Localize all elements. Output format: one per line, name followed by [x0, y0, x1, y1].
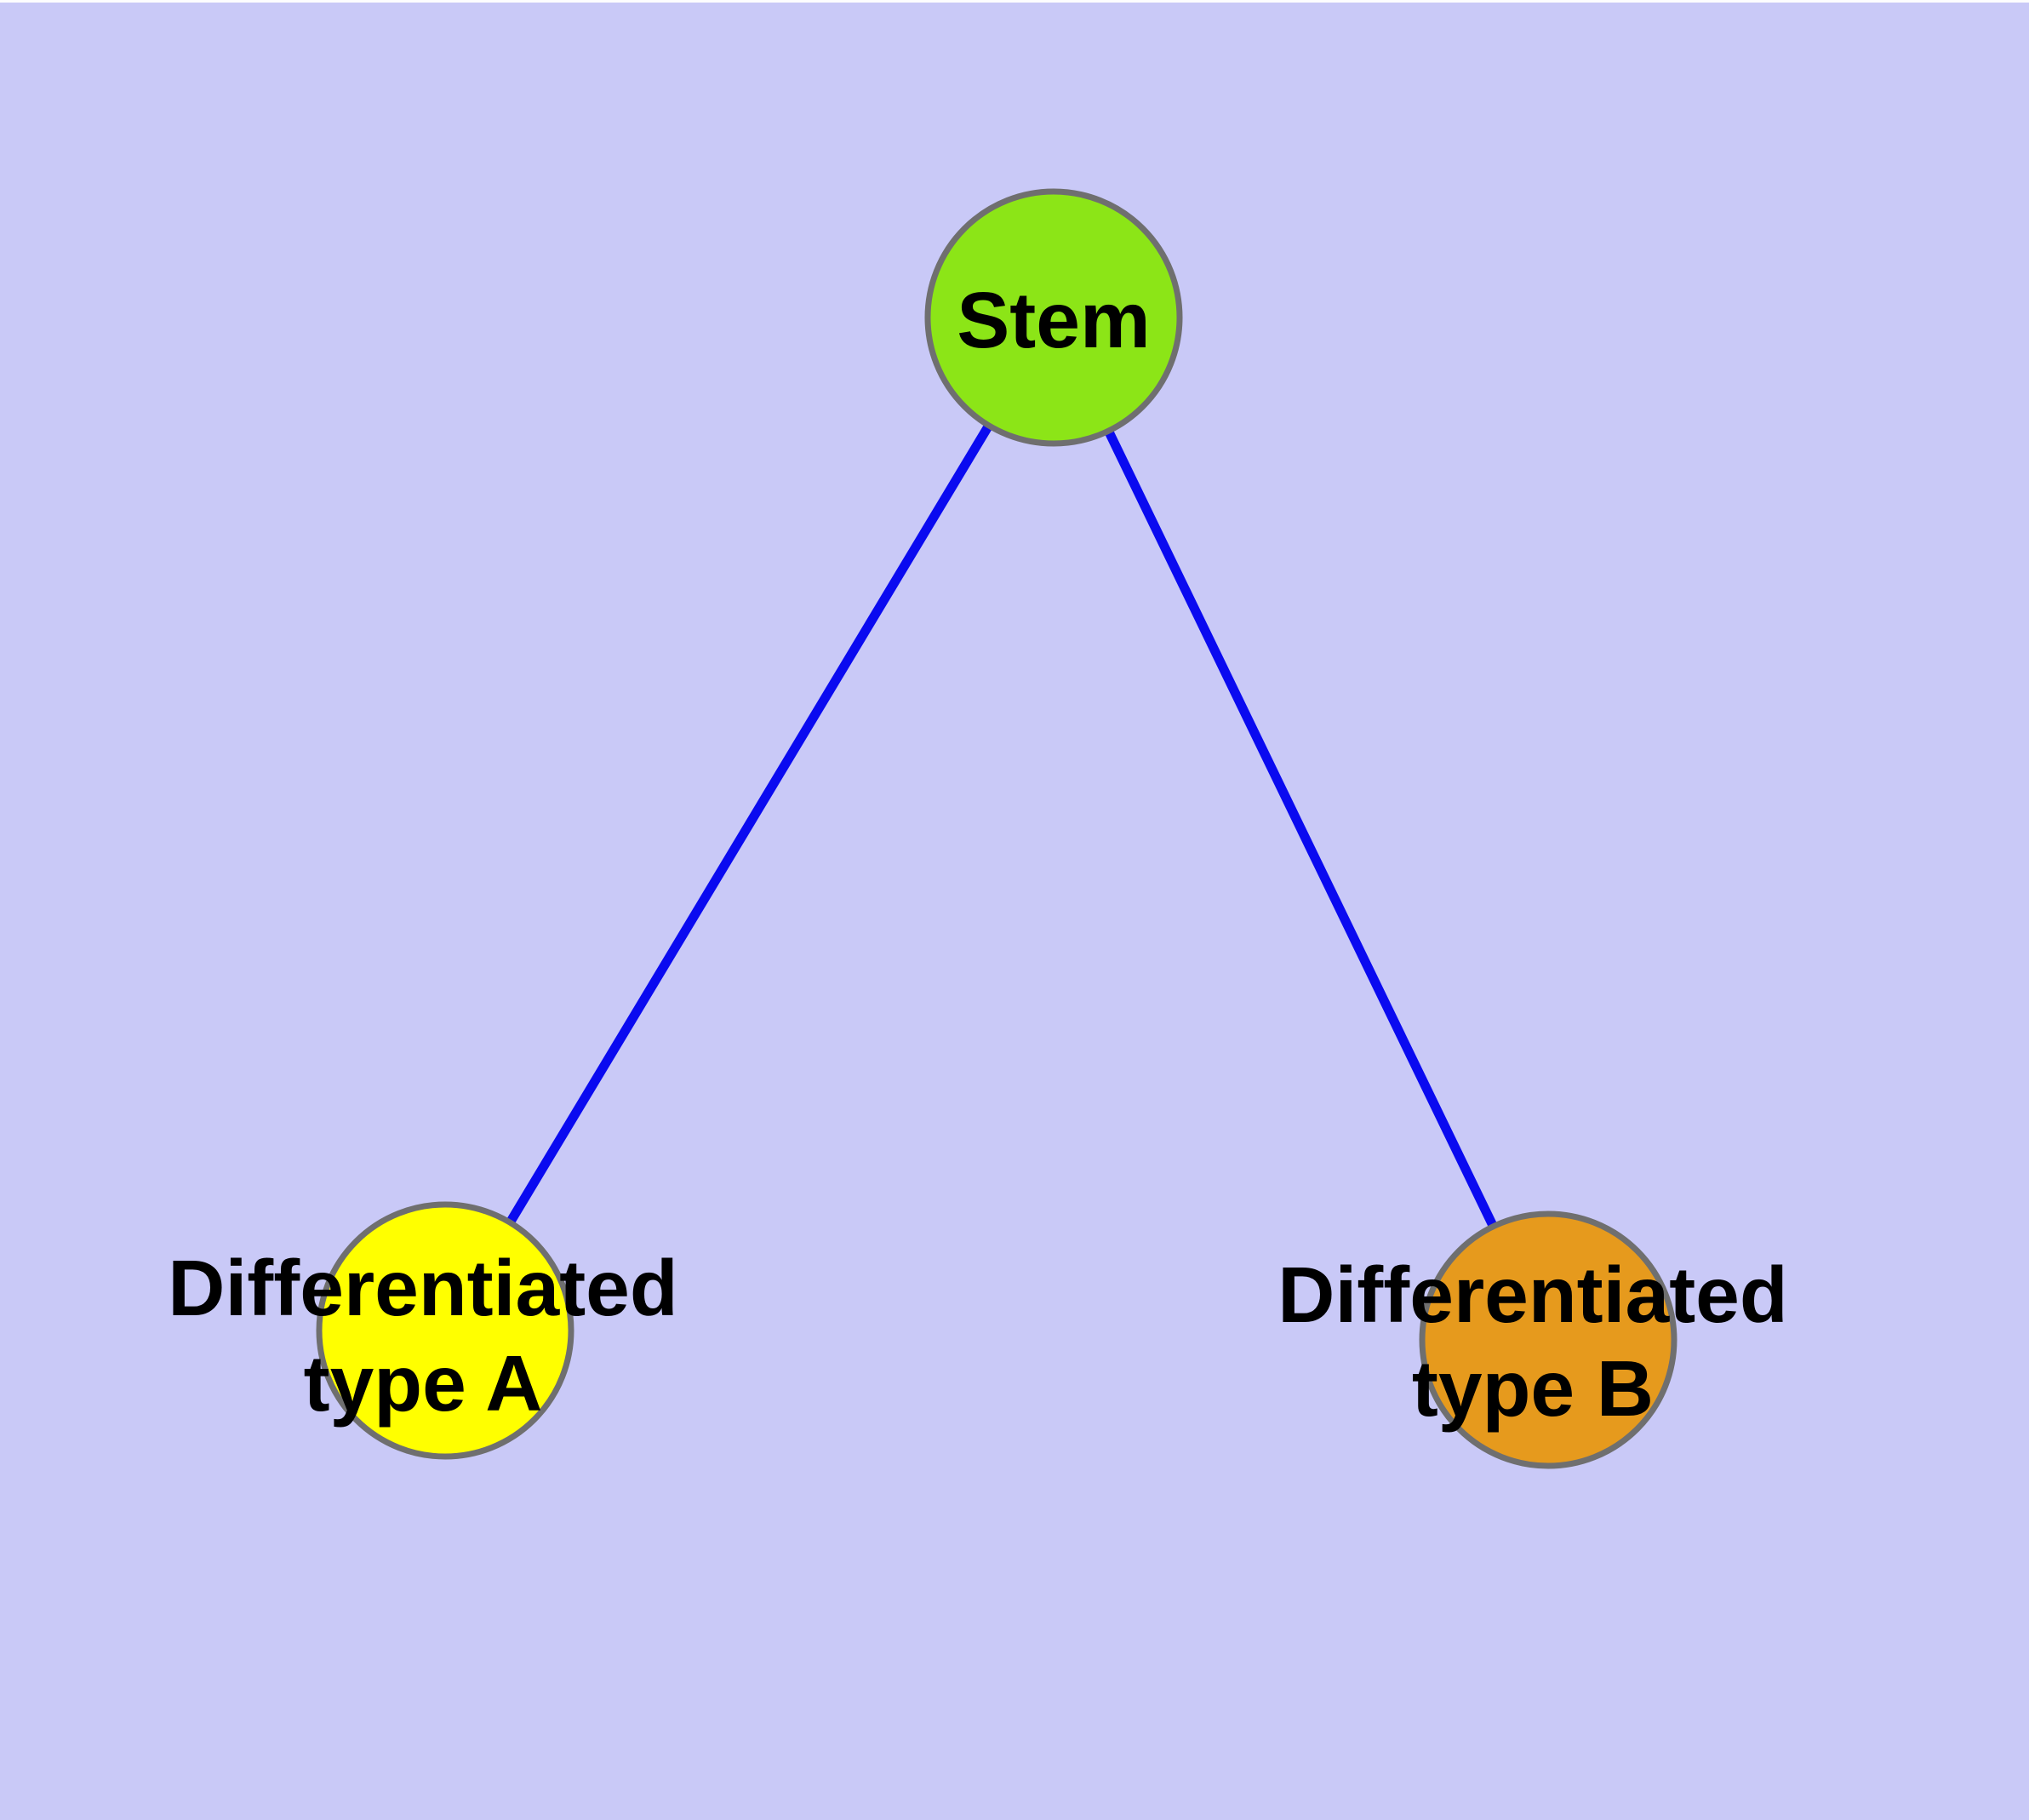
type-b-node-label-line2: type B [1412, 1344, 1654, 1433]
edge-stem-to-type-b [1049, 315, 1552, 1342]
type-b-node-circle [1419, 1210, 1677, 1469]
type-a-node-circle [316, 1201, 574, 1460]
type-a-node-label-line1: Differentiated [168, 1244, 677, 1332]
stem-node-circle [924, 188, 1183, 447]
top-margin-strip [0, 0, 2029, 3]
stem-node-label: Stem [957, 276, 1150, 364]
type-b-node-label-line1: Differentiated [1277, 1251, 1787, 1339]
type-a-node-label-line2: type A [304, 1339, 543, 1428]
edge-stem-to-type-a [441, 315, 1058, 1333]
